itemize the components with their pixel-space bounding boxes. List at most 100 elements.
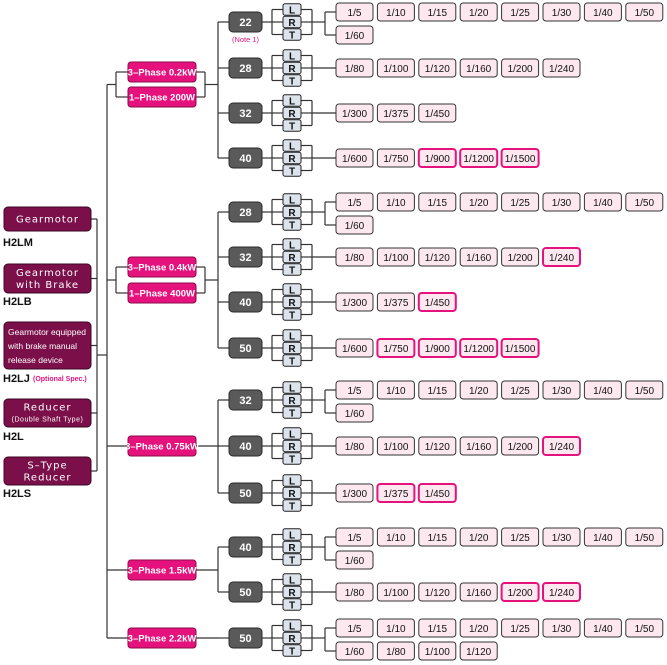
mounting-l-box[interactable] (282, 49, 302, 62)
mounting-t-box[interactable] (282, 218, 302, 231)
reduction-ratio-option[interactable]: 1/30 (542, 618, 581, 638)
reduction-ratio-option[interactable]: 1/160 (459, 436, 498, 456)
ratio-box[interactable] (335, 2, 374, 22)
ratio-box-highlighted[interactable] (542, 436, 581, 456)
ratio-box[interactable] (335, 103, 374, 123)
reduction-ratio-option[interactable]: 1/50 (625, 527, 664, 547)
ratio-box[interactable] (335, 25, 374, 45)
mounting-r-box[interactable] (282, 151, 302, 165)
ratio-box[interactable] (335, 527, 374, 547)
ratio-box[interactable] (376, 641, 415, 661)
frame-size-box[interactable] (228, 102, 263, 124)
product-box[interactable] (3, 263, 92, 294)
ratio-box[interactable] (501, 247, 540, 267)
ratio-box-highlighted[interactable] (459, 148, 499, 168)
mounting-t-box[interactable] (282, 263, 302, 276)
reduction-ratio-option[interactable]: 1/100 (376, 58, 415, 78)
ratio-box[interactable] (625, 2, 664, 22)
phase-option[interactable]: 3–Phase 0.4kW (127, 256, 197, 278)
reduction-ratio-option[interactable]: 1/100 (376, 247, 415, 267)
ratio-box[interactable] (459, 2, 498, 22)
reduction-ratio-option[interactable]: 1/25 (501, 380, 540, 400)
reduction-ratio-option[interactable]: 1/200 (500, 582, 540, 602)
ratio-box-highlighted[interactable] (376, 338, 416, 358)
ratio-box-highlighted[interactable] (459, 338, 499, 358)
phase-box[interactable] (127, 61, 197, 83)
frame-size-box[interactable] (228, 246, 263, 268)
reduction-ratio-option[interactable]: 1/100 (376, 436, 415, 456)
ratio-box[interactable] (335, 192, 374, 212)
ratio-box[interactable] (542, 618, 581, 638)
ratio-box[interactable] (335, 247, 374, 267)
reduction-ratio-option[interactable]: 1/1500 (500, 338, 540, 358)
phase-box[interactable] (127, 282, 197, 304)
reduction-ratio-option[interactable]: 1/160 (459, 582, 498, 602)
phase-box[interactable] (127, 256, 197, 278)
ratio-box[interactable] (335, 582, 374, 602)
reduction-ratio-option[interactable]: 1/40 (583, 380, 622, 400)
frame-size-box[interactable] (228, 627, 263, 649)
mounting-r-box[interactable] (282, 631, 302, 645)
ratio-box[interactable] (418, 192, 457, 212)
ratio-box[interactable] (583, 527, 622, 547)
ratio-box[interactable] (501, 527, 540, 547)
phase-option[interactable]: 1–Phase 400W (127, 282, 197, 304)
reduction-ratio-option[interactable]: 1/240 (542, 582, 581, 602)
mounting-t-box[interactable] (282, 452, 302, 465)
reduction-ratio-option[interactable]: 1/25 (501, 527, 540, 547)
mounting-r-box[interactable] (282, 439, 302, 453)
reduction-ratio-option[interactable]: 1/300 (335, 103, 374, 123)
mounting-l-box[interactable] (282, 427, 302, 440)
ratio-box[interactable] (459, 582, 498, 602)
ratio-box[interactable] (376, 148, 415, 168)
ratio-box[interactable] (418, 641, 457, 661)
mounting-l-box[interactable] (282, 619, 302, 632)
mounting-l-box[interactable] (282, 3, 302, 16)
ratio-box[interactable] (335, 380, 374, 400)
ratio-box[interactable] (459, 192, 498, 212)
frame-size-box[interactable] (228, 536, 263, 558)
reduction-ratio-option[interactable]: 1/5 (335, 2, 374, 22)
reduction-ratio-option[interactable]: 1/80 (335, 582, 374, 602)
mounting-r-box[interactable] (282, 205, 302, 219)
mounting-r-box[interactable] (282, 295, 302, 309)
reduction-ratio-option[interactable]: 1/15 (418, 618, 457, 638)
ratio-box-highlighted[interactable] (542, 247, 581, 267)
ratio-box[interactable] (418, 582, 457, 602)
reduction-ratio-option[interactable]: 1/5 (335, 527, 374, 547)
reduction-ratio-option[interactable]: 1/100 (418, 641, 457, 661)
reduction-ratio-option[interactable]: 1/450 (417, 483, 457, 503)
ratio-box[interactable] (501, 380, 540, 400)
mounting-r-box[interactable] (282, 393, 302, 407)
frame-size-box[interactable] (228, 201, 263, 223)
frame-size-box[interactable] (228, 11, 263, 33)
ratio-box[interactable] (501, 2, 540, 22)
ratio-box[interactable] (625, 380, 664, 400)
reduction-ratio-option[interactable]: 1/25 (501, 618, 540, 638)
reduction-ratio-option[interactable]: 1/60 (335, 25, 374, 45)
phase-box[interactable] (127, 627, 197, 649)
phase-option[interactable]: 3–Phase 0.2kW (127, 61, 197, 83)
product-box[interactable] (3, 206, 92, 232)
reduction-ratio-option[interactable]: 1/20 (459, 618, 498, 638)
mounting-t-box[interactable] (282, 553, 302, 566)
reduction-ratio-option[interactable]: 1/5 (335, 380, 374, 400)
reduction-ratio-option[interactable]: 1/160 (459, 58, 498, 78)
reduction-ratio-option[interactable]: 1/900 (417, 148, 457, 168)
ratio-box[interactable] (459, 58, 498, 78)
reduction-ratio-option[interactable]: 1/160 (459, 247, 498, 267)
ratio-box[interactable] (459, 247, 498, 267)
ratio-box[interactable] (376, 192, 415, 212)
frame-size-box[interactable] (228, 147, 263, 169)
reduction-ratio-option[interactable]: 1/40 (583, 527, 622, 547)
ratio-box[interactable] (376, 103, 415, 123)
ratio-box[interactable] (376, 527, 415, 547)
phase-box[interactable] (127, 435, 197, 457)
ratio-box[interactable] (625, 527, 664, 547)
reduction-ratio-option[interactable]: 1/30 (542, 527, 581, 547)
ratio-box[interactable] (335, 618, 374, 638)
ratio-box[interactable] (335, 436, 374, 456)
reduction-ratio-option[interactable]: 1/375 (376, 292, 415, 312)
mounting-l-box[interactable] (282, 94, 302, 107)
